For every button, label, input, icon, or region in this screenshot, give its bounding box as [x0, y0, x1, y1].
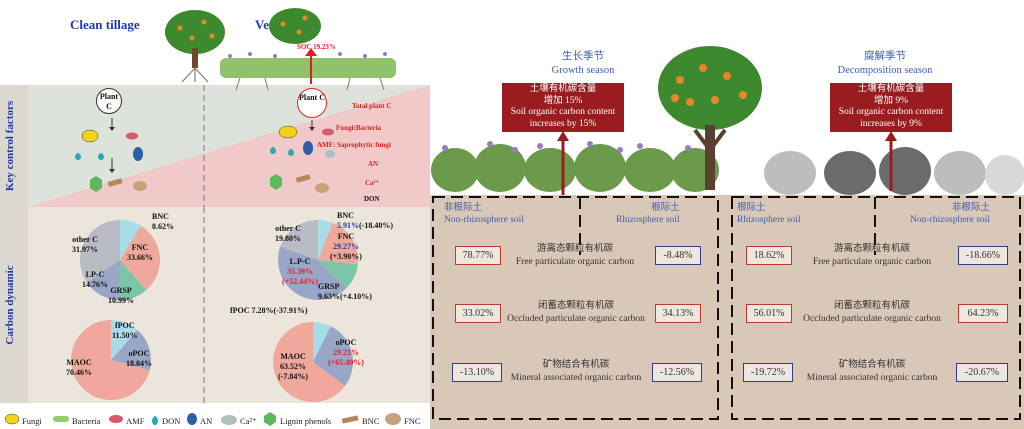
lignin-phenols-icon [264, 412, 276, 426]
plant-c-clean: Plant C [96, 88, 122, 114]
legend-fungi: Fungi [22, 416, 42, 426]
value-box: -8.48% [655, 246, 701, 265]
legend-an: AN [200, 416, 213, 426]
side-label-key: Key control factors [4, 100, 16, 192]
pie-vetch-composition [278, 220, 359, 300]
vetch-plants-growth [431, 141, 719, 192]
tree-icon [269, 8, 321, 44]
don-icon [152, 416, 158, 425]
fnc-icon [385, 413, 401, 425]
soc-label: SOC 19.23% [297, 43, 336, 51]
value-box: 33.02% [455, 304, 501, 323]
side-bar-key [0, 85, 28, 207]
key-factors-pink-wedge [28, 85, 430, 207]
bacteria-icon [53, 416, 69, 422]
bnc-icon [341, 415, 359, 424]
factor-an: AN [368, 160, 379, 168]
ca-icon [221, 415, 237, 425]
legend-bnc: BNC [362, 416, 380, 426]
value-box: -20.67% [956, 363, 1008, 382]
soil-region [430, 195, 1024, 429]
soil-dashed-frames [432, 196, 1021, 420]
factor-fungi-bacteria: Fungi:Bacteria [336, 124, 382, 132]
tree-icon [658, 46, 762, 190]
arrow-growth [557, 131, 569, 201]
pie-clean-composition [79, 219, 160, 301]
factor-don: DON [364, 195, 380, 203]
factor-amf: AMF: Saprophytic fungi [317, 141, 391, 149]
banner-growth: 土壤有机碳含量增加 15%Soil organic carbon content… [502, 83, 624, 132]
an-icon [187, 413, 197, 425]
value-box: -13.10% [452, 363, 502, 382]
soc-arrow [305, 48, 317, 84]
legend-bacteria: Bacteria [72, 416, 101, 426]
title-clean-tillage: Clean tillage [70, 17, 140, 32]
carbon-divider [203, 207, 205, 403]
legend-don: DON [162, 416, 181, 426]
value-box: 78.77% [455, 246, 501, 265]
value-box: -19.72% [743, 363, 793, 382]
factor-ca: Ca²⁺ [365, 179, 380, 187]
legend-ca: Ca²⁺ [240, 416, 257, 426]
pie-clean-fractions [71, 320, 152, 400]
factor-icons-clean [75, 118, 147, 192]
pie-vetch-fractions [273, 322, 354, 402]
factor-icons-vetch [270, 120, 335, 193]
vetch-cover-icon [220, 52, 396, 91]
plant-c-vetch: Plant C [297, 88, 327, 118]
value-box: 64.23% [958, 304, 1008, 323]
legend-lignin-phenols: Lignin phenols [280, 416, 332, 426]
factor-total-plant-c: Total plant C [352, 102, 392, 110]
legend-fnc: FNC [404, 416, 421, 426]
side-label-carbon: Carbon dynamic [4, 265, 16, 345]
tree-icon [165, 10, 225, 83]
legend-amf: AMF [126, 416, 145, 426]
fungi-icon [4, 413, 20, 425]
arrow-decomposition [885, 131, 897, 191]
value-box: 18.62% [746, 246, 792, 265]
value-box: -18.66% [958, 246, 1008, 265]
vetch-fpoc-label: fPOC 7.28%(-37.91%) [230, 306, 308, 315]
value-box: 34.13% [655, 304, 701, 323]
amf-icon [109, 415, 123, 423]
value-box: -12.56% [652, 363, 702, 382]
left-panel: Key control factors Carbon dynamic Clean… [0, 0, 430, 429]
value-box: 56.01% [746, 304, 792, 323]
side-bar-carbon [0, 207, 28, 403]
